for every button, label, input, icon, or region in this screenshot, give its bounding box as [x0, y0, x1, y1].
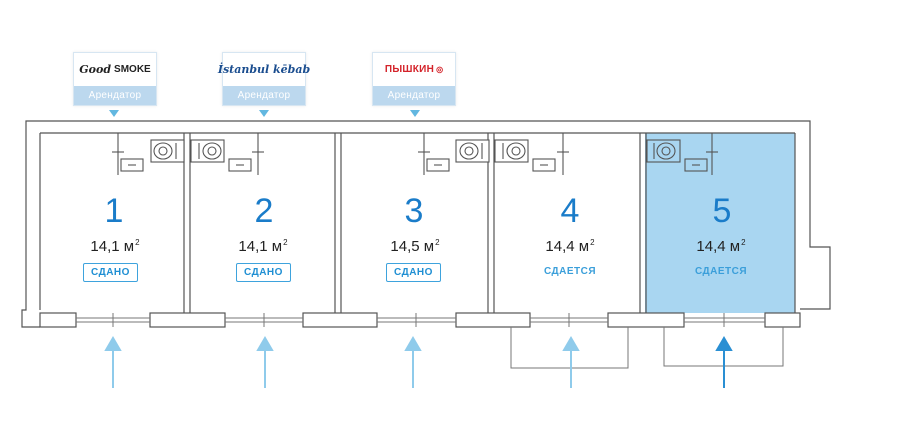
plumbing-fixtures — [112, 133, 718, 175]
unit-number: 1 — [104, 192, 124, 230]
logo-text-good: Good — [79, 62, 112, 76]
pyshkin-mark-icon: ◎ — [436, 64, 444, 74]
entry-porches — [510, 327, 784, 369]
status-badge: СДАНО — [236, 263, 291, 282]
unit-5-highlight — [645, 133, 795, 313]
status-text: СДАЕТСЯ — [543, 266, 597, 277]
unit-number: 2 — [254, 192, 274, 230]
status-text: СДАЕТСЯ — [694, 266, 748, 277]
status-badge: СДАНО — [386, 263, 441, 282]
unit-number: 3 — [404, 192, 424, 230]
logo-text-smoke: SMOKE — [114, 63, 151, 75]
unit-area: 14,1 м2 — [90, 238, 140, 255]
unit-number: 5 — [712, 192, 732, 230]
outer-walls — [21, 120, 831, 328]
tenant-label: Арендатор — [373, 86, 455, 105]
unit-area: 14,1 м2 — [238, 238, 288, 255]
tenant-label: Арендатор — [223, 86, 305, 105]
tenant-pointer-icon — [259, 110, 269, 117]
status-badge: СДАНО — [83, 263, 138, 282]
tenant-label: Арендатор — [74, 86, 156, 105]
storefront-glass — [76, 313, 765, 327]
logo-text-pyshkin: ПЫШКИН — [384, 63, 435, 75]
tenant-pointer-icon — [410, 110, 420, 117]
entry-arrows — [104, 336, 733, 388]
tenant-card-pyshkin: ПЫШКИН◎ Арендатор — [372, 52, 456, 106]
tenant-pointer-icon — [109, 110, 119, 117]
partition-walls — [183, 133, 647, 313]
unit-area: 14,4 м2 — [696, 238, 746, 255]
unit-number: 4 — [560, 192, 580, 230]
tenant-logo: ПЫШКИН◎ — [373, 58, 455, 80]
tenant-logo: İstanbul kēbab — [218, 58, 310, 80]
facade-pillars — [39, 312, 801, 328]
unit-area: 14,5 м2 — [390, 238, 440, 255]
unit-area: 14,4 м2 — [545, 238, 595, 255]
logo-text-istanbul: İstanbul kēbab — [217, 62, 311, 76]
tenant-card-istanbul-kebab: İstanbul kēbab Арендатор — [218, 52, 310, 106]
